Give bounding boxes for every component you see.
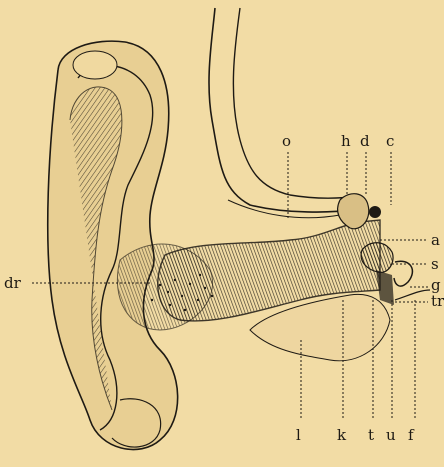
label-l: l (296, 426, 301, 444)
temporal-bone-outline (209, 8, 360, 218)
label-c: c (386, 132, 394, 150)
label-f: f (408, 426, 415, 444)
label-k: k (337, 426, 347, 444)
label-a: a (431, 231, 440, 249)
label-u: u (386, 426, 396, 444)
label-d: d (360, 132, 370, 150)
label-dr: dr (4, 274, 22, 292)
label-tr: tr (431, 292, 444, 310)
auricle (48, 41, 213, 449)
label-s: s (431, 255, 439, 273)
label-o: o (282, 132, 291, 150)
label-t: t (368, 426, 374, 444)
label-h: h (341, 132, 351, 150)
